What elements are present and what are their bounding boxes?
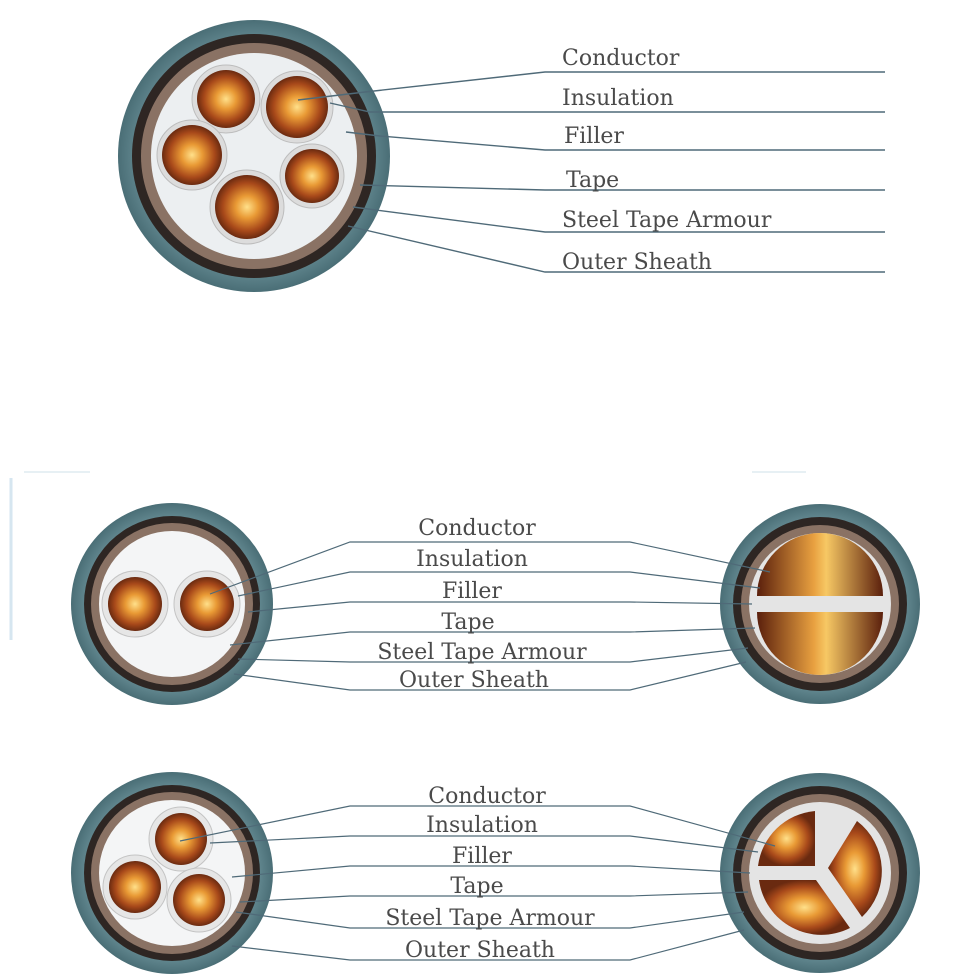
core-1 [148, 806, 214, 872]
core-5 [209, 169, 285, 245]
leader-tape [229, 627, 756, 646]
core-1 [101, 570, 169, 638]
label-outer-sheath: Outer Sheath [405, 938, 555, 963]
leader-outer-sheath [231, 929, 745, 961]
leader-steel-tape-armour [352, 206, 885, 233]
label-outer-sheath: Outer Sheath [562, 250, 712, 275]
cable-1-cross-section [118, 20, 390, 292]
leader-outer-sheath [347, 225, 885, 273]
sector-core-bottom [757, 612, 883, 675]
label-filler: Filler [452, 844, 512, 869]
leader-filler [247, 601, 753, 613]
label-insulation: Insulation [426, 813, 538, 838]
core-3 [166, 867, 232, 933]
sector-core-top [757, 533, 883, 596]
cable-diagram-2: Conductor Insulation Filler Tape Steel T… [71, 503, 920, 705]
label-conductor: Conductor [428, 784, 546, 809]
label-insulation: Insulation [416, 547, 528, 572]
cable-1-labels: Conductor Insulation Filler Tape Steel T… [562, 46, 772, 275]
label-conductor: Conductor [562, 46, 680, 71]
cable-3-leader-lines [179, 805, 776, 961]
cable-2-leader-lines [209, 541, 771, 691]
label-steel-tape-armour: Steel Tape Armour [385, 906, 595, 931]
label-outer-sheath: Outer Sheath [399, 668, 549, 693]
label-conductor: Conductor [418, 516, 536, 541]
leader-insulation [237, 571, 761, 597]
core-2 [260, 70, 334, 144]
cable-diagram-1: Conductor Insulation Filler Tape Steel T… [118, 20, 885, 292]
cable-2-labels: Conductor Insulation Filler Tape Steel T… [377, 516, 587, 693]
leader-outer-sheath [233, 661, 747, 691]
filler [99, 531, 245, 677]
sector-core-1 [758, 811, 815, 866]
cable-2-right-cross-section [720, 504, 920, 704]
sector-core-2 [828, 821, 882, 917]
label-tape: Tape [566, 168, 619, 193]
leader-filler [345, 131, 885, 151]
label-tape: Tape [441, 610, 494, 635]
core-3 [156, 119, 228, 191]
leader-tape [239, 891, 749, 903]
leader-conductor [297, 71, 885, 101]
leader-conductor [209, 541, 771, 595]
cable-diagram-3: Conductor Insulation Filler Tape Steel T… [71, 772, 920, 974]
cable-1-leader-lines [297, 71, 885, 273]
core-2 [102, 854, 168, 920]
cable-3-left-cross-section [71, 772, 273, 974]
label-filler: Filler [442, 579, 502, 604]
label-steel-tape-armour: Steel Tape Armour [562, 208, 772, 233]
sector-core-3 [759, 880, 850, 935]
label-steel-tape-armour: Steel Tape Armour [377, 640, 587, 665]
cable-3-right-cross-section [720, 773, 920, 973]
leader-insulation [209, 835, 759, 853]
cable-2-left-cross-section [71, 503, 273, 705]
label-tape: Tape [450, 874, 503, 899]
leader-filler [231, 865, 751, 878]
label-filler: Filler [564, 124, 624, 149]
leader-conductor [179, 805, 776, 847]
label-insulation: Insulation [562, 86, 674, 111]
core-4 [279, 143, 345, 209]
leader-steel-tape-armour [235, 911, 745, 929]
core-2 [173, 570, 241, 638]
leader-insulation [329, 102, 885, 113]
core-1 [191, 64, 261, 134]
cable-3-labels: Conductor Insulation Filler Tape Steel T… [385, 784, 595, 963]
leader-tape [359, 184, 885, 191]
leader-steel-tape-armour [237, 647, 749, 663]
